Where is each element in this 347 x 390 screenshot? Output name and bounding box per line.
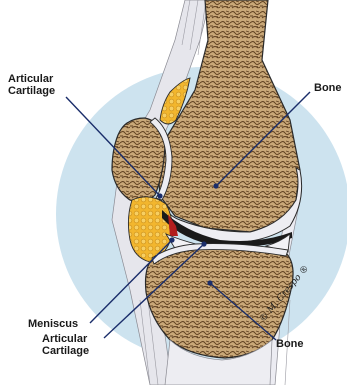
label-meniscus-text: Meniscus <box>28 318 78 330</box>
label-articular-cartilage-bottom: Articular Cartilage <box>42 333 89 357</box>
label-meniscus: Meniscus <box>28 318 78 330</box>
label-articular-cartilage-top: Articular Cartilage <box>8 73 55 97</box>
label-articular-cartilage-bottom-line2: Cartilage <box>42 345 89 357</box>
label-articular-cartilage-bottom-line1: Articular <box>42 333 89 345</box>
label-bone-bottom: Bone <box>276 338 304 350</box>
label-articular-cartilage-top-line2: Cartilage <box>8 85 55 97</box>
label-bone-top: Bone <box>314 82 342 94</box>
label-bone-top-text: Bone <box>314 82 342 94</box>
patella <box>112 118 172 202</box>
label-articular-cartilage-top-line1: Articular <box>8 73 55 85</box>
label-bone-bottom-text: Bone <box>276 338 304 350</box>
